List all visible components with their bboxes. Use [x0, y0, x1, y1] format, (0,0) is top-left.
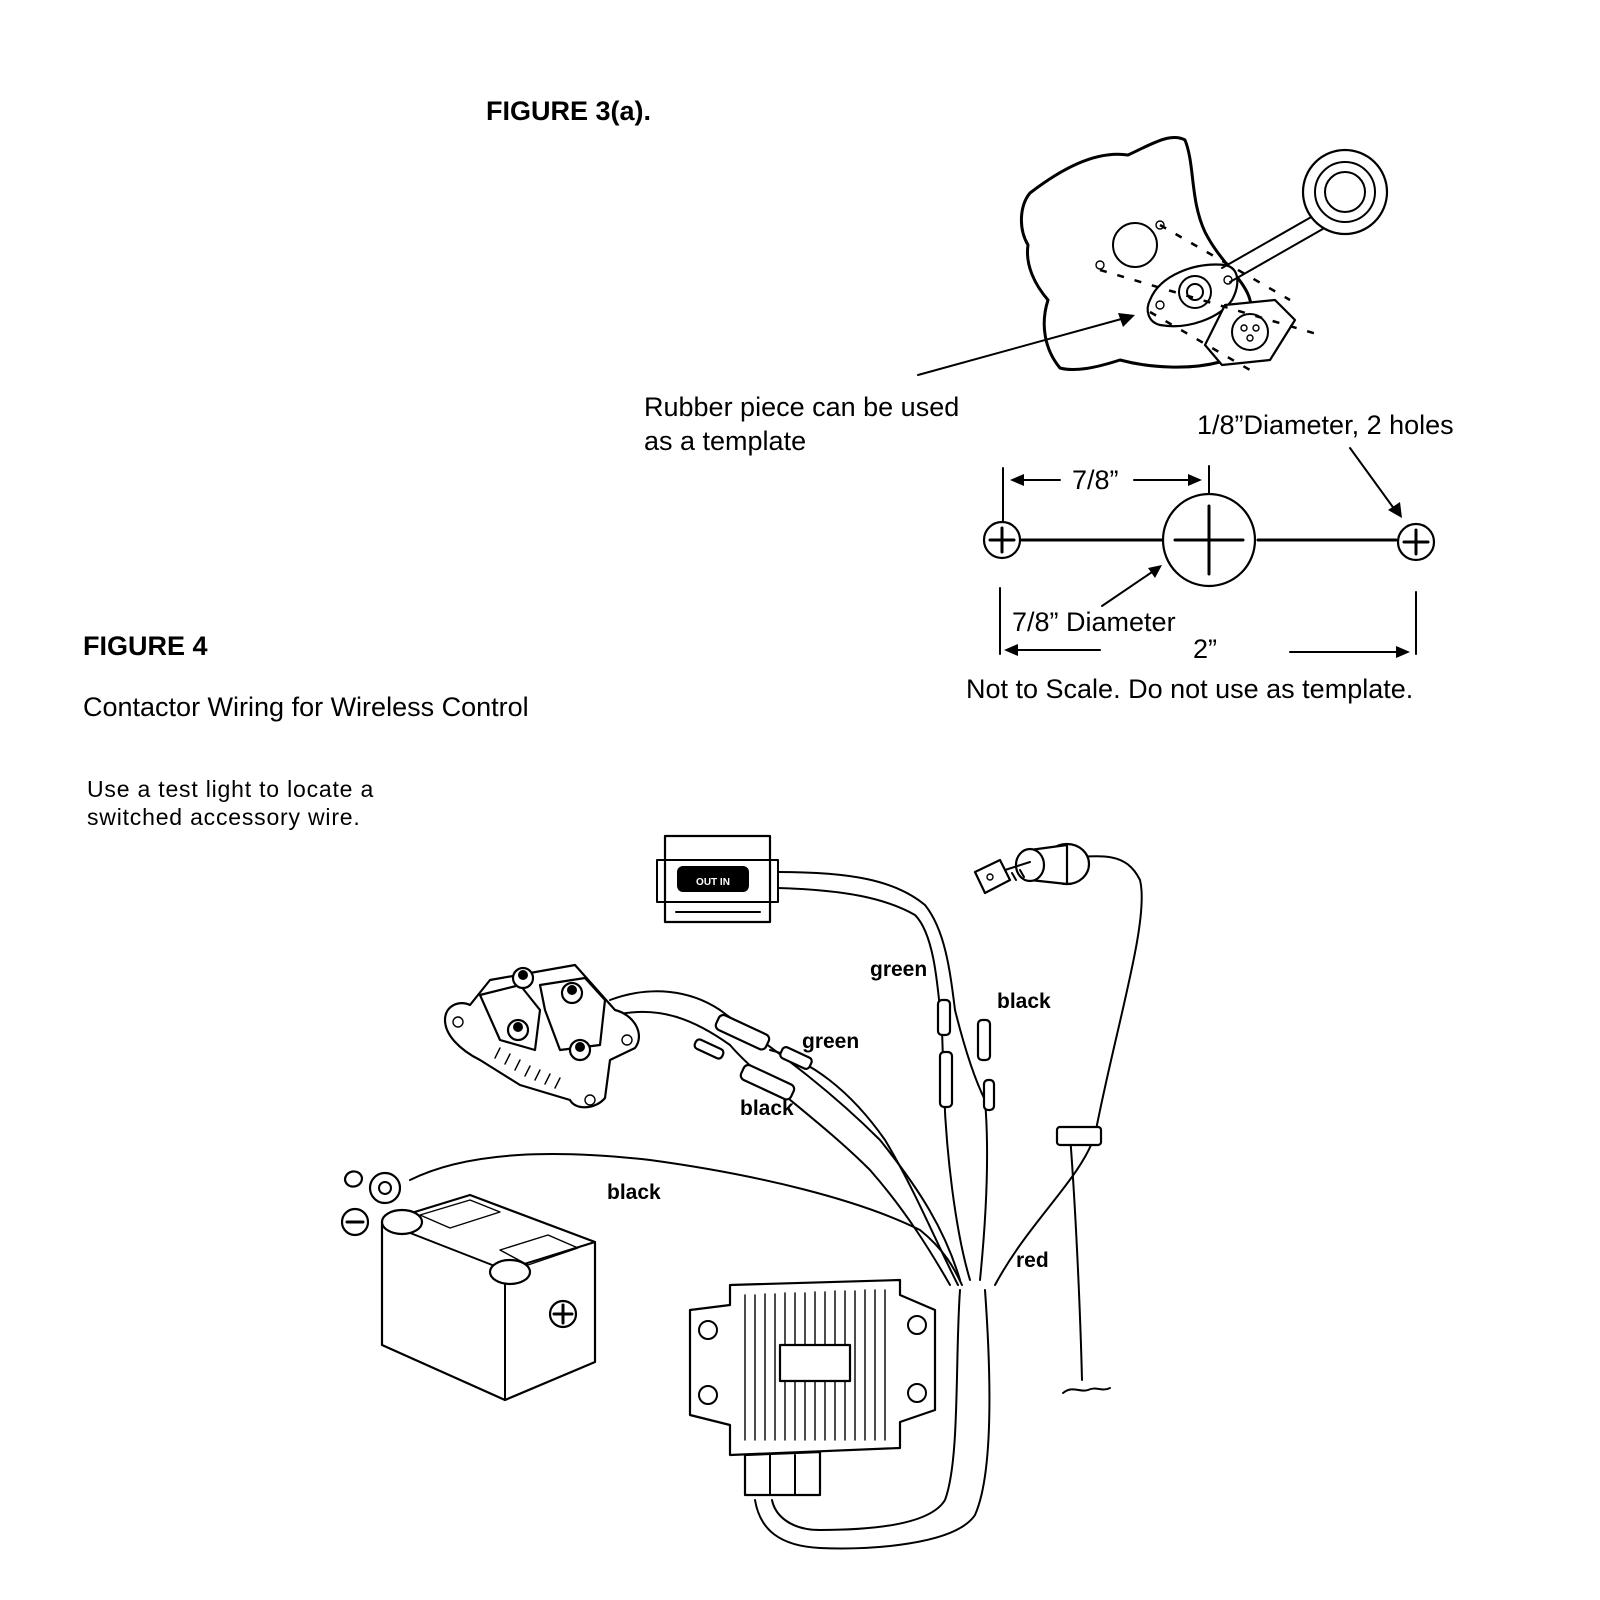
- figure-4-subtitle: Contactor Wiring for Wireless Control: [83, 692, 529, 722]
- template-leader-arrowhead: [1118, 313, 1135, 327]
- rubber-note-line1: Rubber piece can be used: [644, 392, 959, 422]
- wire-label-green-top: green: [870, 958, 927, 981]
- width-arrowhead-left: [1004, 644, 1018, 656]
- figure-3a-title: FIGURE 3(a).: [486, 96, 651, 126]
- switch-wire-connectors: [936, 998, 996, 1112]
- holes-leader-line: [1349, 447, 1396, 511]
- battery: [343, 1170, 597, 1402]
- spacing-arrowhead-left: [1010, 474, 1024, 486]
- hole-pattern-drawing: [1020, 492, 1398, 588]
- wire-label-black-mid: black: [740, 1097, 794, 1120]
- diameter-leader-arrowhead: [1148, 565, 1162, 578]
- spacing-arrowhead-right: [1188, 474, 1202, 486]
- minus-circle-icon: [340, 1207, 370, 1237]
- diameter-leader-line: [1101, 569, 1156, 607]
- key-icon: [973, 858, 1031, 895]
- rubber-note-line2: as a template: [644, 426, 806, 456]
- wire-label-green-mid: green: [802, 1030, 859, 1053]
- scale-note: Not to Scale. Do not use as template.: [966, 674, 1413, 704]
- plus-circle-icon: [982, 520, 1022, 560]
- contactor-wire-connectors: [693, 1013, 813, 1101]
- spacing-label: 7/8”: [1072, 465, 1119, 495]
- center-diameter-label: 7/8” Diameter: [1012, 607, 1176, 637]
- plus-circle-icon: [548, 1299, 578, 1329]
- holes-diameter-label: 1/8”Diameter, 2 holes: [1197, 410, 1454, 440]
- overall-width-label: 2”: [1193, 634, 1217, 664]
- template-leader-line: [917, 317, 1126, 376]
- holes-leader-arrowhead: [1388, 502, 1402, 518]
- instruction-line1: Use a test light to locate a: [87, 776, 374, 802]
- figure-4-title: FIGURE 4: [83, 631, 208, 661]
- wire-label-red: red: [1016, 1249, 1049, 1272]
- mounting-plate-illustration: [1020, 136, 1389, 372]
- wire-tie: [1055, 1125, 1103, 1147]
- contactor: [443, 963, 641, 1109]
- plus-circle-icon: [1396, 522, 1436, 562]
- switch-label: OUT IN: [696, 877, 730, 888]
- key-switch: [1014, 842, 1091, 886]
- wireless-control-module: [688, 1278, 937, 1497]
- width-arrowhead-right: [1396, 646, 1410, 658]
- instruction-line2: switched accessory wire.: [87, 804, 361, 830]
- wire-label-black-battery: black: [607, 1181, 661, 1204]
- wire-label-black-top: black: [997, 990, 1051, 1013]
- switch-rocker: [677, 866, 749, 892]
- dash-switch: OUT IN: [656, 834, 779, 924]
